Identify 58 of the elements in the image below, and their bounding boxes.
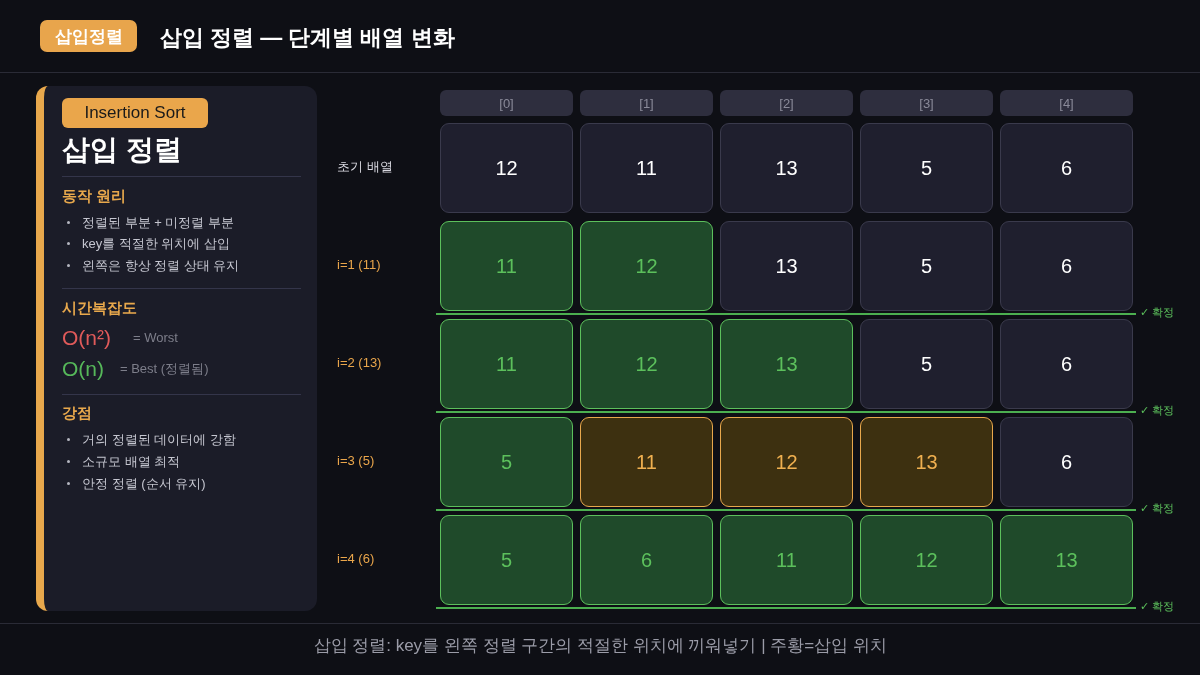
array-cell: 6	[580, 515, 713, 605]
check-label: ✓ 확정	[1140, 305, 1175, 319]
array-cell: 6	[1000, 417, 1133, 507]
array-cell: 6	[1000, 319, 1133, 409]
index-cell: [4]	[1000, 90, 1133, 116]
row-label: i=3 (5)	[337, 451, 375, 469]
index-cell: [1]	[580, 90, 713, 116]
section-heading: 강점	[62, 403, 92, 423]
complexity-note: = Best (정렬됨)	[120, 359, 209, 377]
array-cell: 6	[1000, 221, 1133, 311]
array-cell: 5	[860, 123, 993, 213]
index-cell: [2]	[720, 90, 853, 116]
panel-heading: 삽입 정렬	[62, 133, 182, 167]
check-label: ✓ 확정	[1140, 501, 1175, 515]
array-cell: 11	[440, 221, 573, 311]
array-cell: 11	[440, 319, 573, 409]
side-panel	[36, 86, 317, 611]
array-cell: 12	[860, 515, 993, 605]
page-title: 삽입 정렬 — 단계별 배열 변화	[160, 23, 455, 52]
section-heading: 동작 원리	[62, 186, 127, 206]
array-cell: 6	[1000, 123, 1133, 213]
array-cell: 13	[1000, 515, 1133, 605]
array-cell: 13	[860, 417, 993, 507]
name-badge: Insertion Sort	[62, 98, 208, 128]
row-label: 초기 배열	[337, 157, 393, 175]
array-cell: 12	[720, 417, 853, 507]
index-cell: [0]	[440, 90, 573, 116]
title-badge: 삽입정렬	[40, 20, 137, 52]
bullet-text: 왼쪽은 항상 정렬 상태 유지	[82, 256, 240, 274]
array-cell: 13	[720, 221, 853, 311]
footer-caption: 삽입 정렬: key를 왼쪽 정렬 구간의 적절한 위치에 끼워넣기 | 주황=삽입 위치	[313, 635, 887, 657]
complexity-text: O(n²)	[62, 324, 111, 351]
bullet-text: 정렬된 부분 + 미정렬 부분	[82, 213, 235, 231]
check-label: ✓ 확정	[1140, 403, 1175, 417]
check-label: ✓ 확정	[1140, 599, 1175, 613]
row-label: i=4 (6)	[337, 549, 375, 567]
array-cell: 11	[580, 417, 713, 507]
array-cell: 12	[440, 123, 573, 213]
array-cell: 5	[860, 319, 993, 409]
array-cell: 12	[580, 221, 713, 311]
array-cell: 5	[860, 221, 993, 311]
array-cell: 12	[580, 319, 713, 409]
bullet-text: 소규모 배열 최적	[82, 452, 181, 470]
bullet-text: 거의 정렬된 데이터에 강함	[82, 430, 236, 448]
array-cell: 13	[720, 123, 853, 213]
array-cell: 13	[720, 319, 853, 409]
row-label: i=2 (13)	[337, 353, 382, 371]
complexity-note: = Worst	[133, 328, 178, 346]
bullet-text: key를 적절한 위치에 삽입	[82, 234, 231, 252]
complexity-text: O(n)	[62, 355, 104, 382]
row-label: i=1 (11)	[337, 255, 381, 273]
index-cell: [3]	[860, 90, 993, 116]
array-cell: 11	[580, 123, 713, 213]
section-heading: 시간복잡도	[62, 298, 137, 318]
array-cell: 5	[440, 515, 573, 605]
array-cell: 5	[440, 417, 573, 507]
bullet-text: 안정 정렬 (순서 유지)	[82, 474, 206, 492]
array-cell: 11	[720, 515, 853, 605]
